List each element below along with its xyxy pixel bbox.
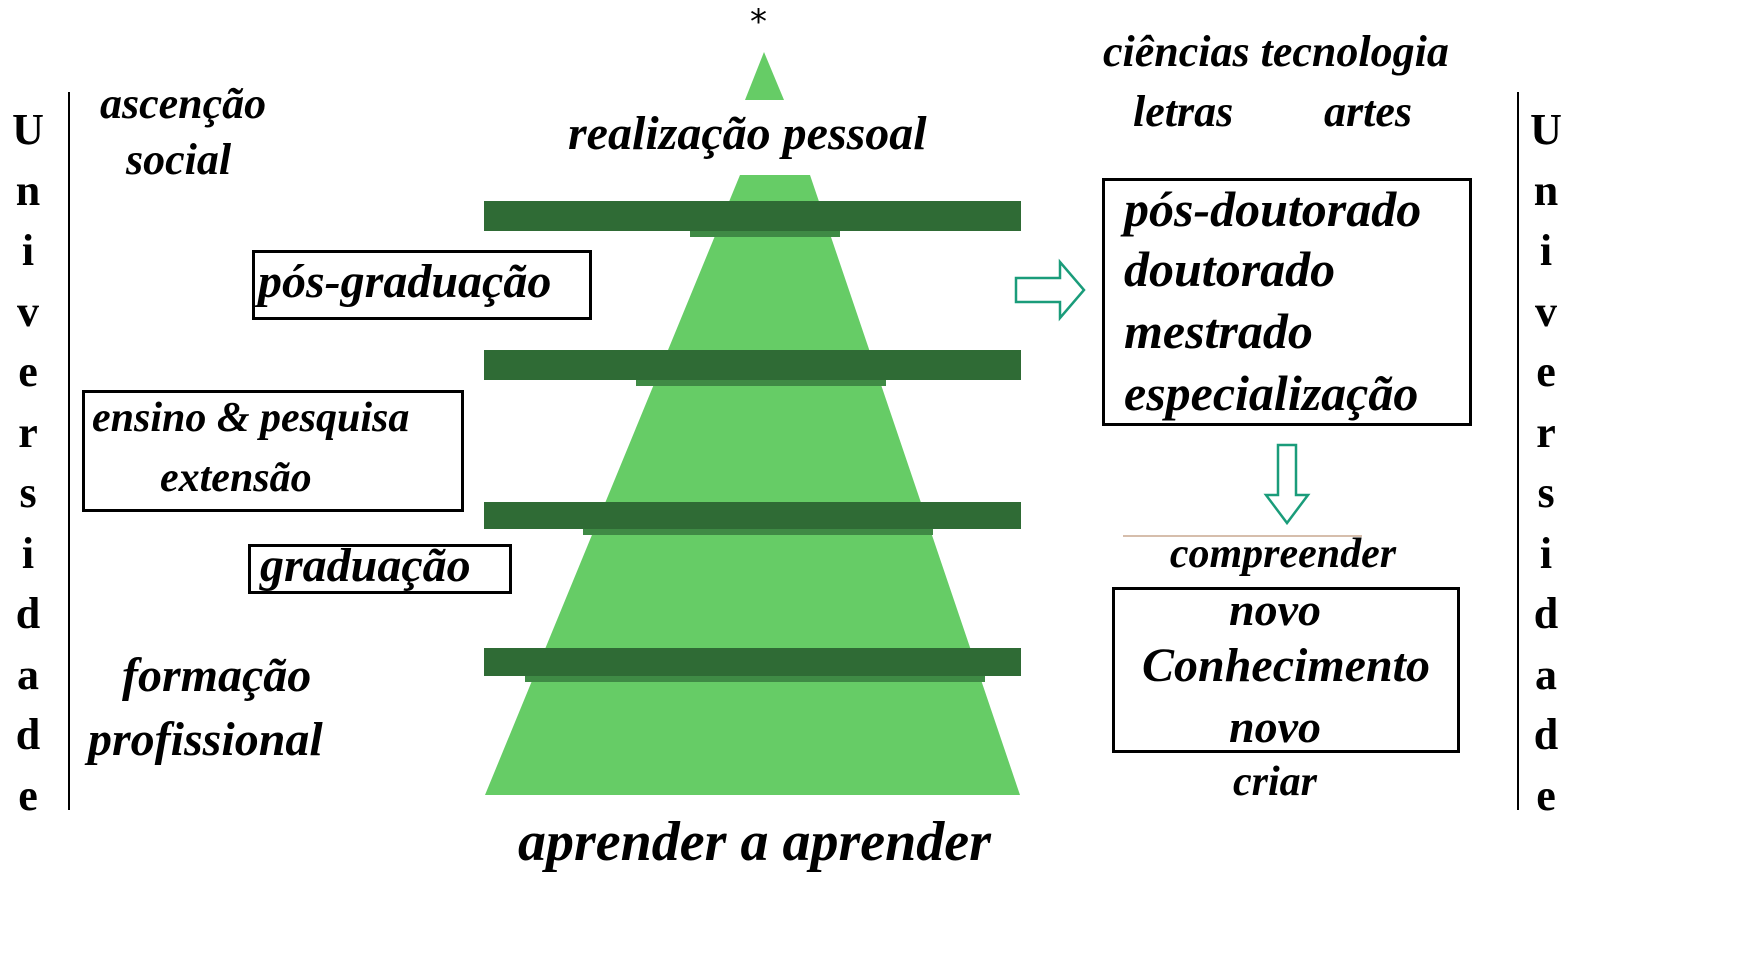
right-divider (1517, 92, 1519, 810)
degree-mestrado: mestrado (1124, 303, 1313, 359)
shelf-2 (484, 350, 1021, 386)
knowledge-box (1112, 587, 1460, 753)
left-vertical-word: U n i v e r s i d a d e (12, 105, 44, 820)
apex-star: * (750, 2, 767, 42)
down-arrow-icon (1263, 443, 1311, 526)
label-artes: artes (1324, 87, 1412, 136)
label-extensao: extensão (160, 455, 312, 501)
label-letras: letras (1133, 87, 1234, 136)
right-arrow-icon (1014, 258, 1086, 322)
label-ascencao: ascenção (100, 79, 267, 128)
label-profissional: profissional (88, 713, 323, 766)
label-ciencias-tecnologia: ciências tecnologia (1103, 27, 1449, 76)
shelf-1 (484, 201, 1021, 237)
label-novo-top: novo (1229, 584, 1321, 635)
label-criar: criar (1233, 759, 1317, 805)
degree-pos-doutorado: pós-doutorado (1124, 181, 1422, 237)
shelf-4 (484, 648, 1021, 682)
label-compreender: compreender (1169, 531, 1397, 577)
label-graduacao: graduação (260, 539, 471, 592)
pyramid-body (485, 175, 1020, 795)
label-aprender: aprender a aprender (518, 811, 991, 873)
degrees-box (1102, 178, 1472, 426)
right-vertical-word: U n i v e r s i d a d e (1530, 105, 1562, 820)
pos-graduacao-box (252, 250, 592, 320)
label-novo-bottom: novo (1229, 701, 1321, 752)
ensino-box (82, 390, 464, 512)
graduacao-box (248, 544, 512, 594)
degree-doutorado: doutorado (1124, 241, 1336, 297)
label-formacao: formação (122, 649, 312, 702)
shelf-3 (484, 502, 1021, 535)
label-ensino-pesquisa: ensino & pesquisa (92, 395, 410, 441)
left-divider (68, 92, 70, 810)
label-pos-graduacao: pós-graduação (258, 255, 552, 308)
pyramid-apex (745, 52, 784, 100)
label-realizacao-pessoal: realização pessoal (568, 107, 927, 160)
label-social: social (126, 135, 232, 184)
degree-especializacao: especialização (1124, 365, 1419, 421)
label-conhecimento: Conhecimento (1141, 639, 1431, 692)
